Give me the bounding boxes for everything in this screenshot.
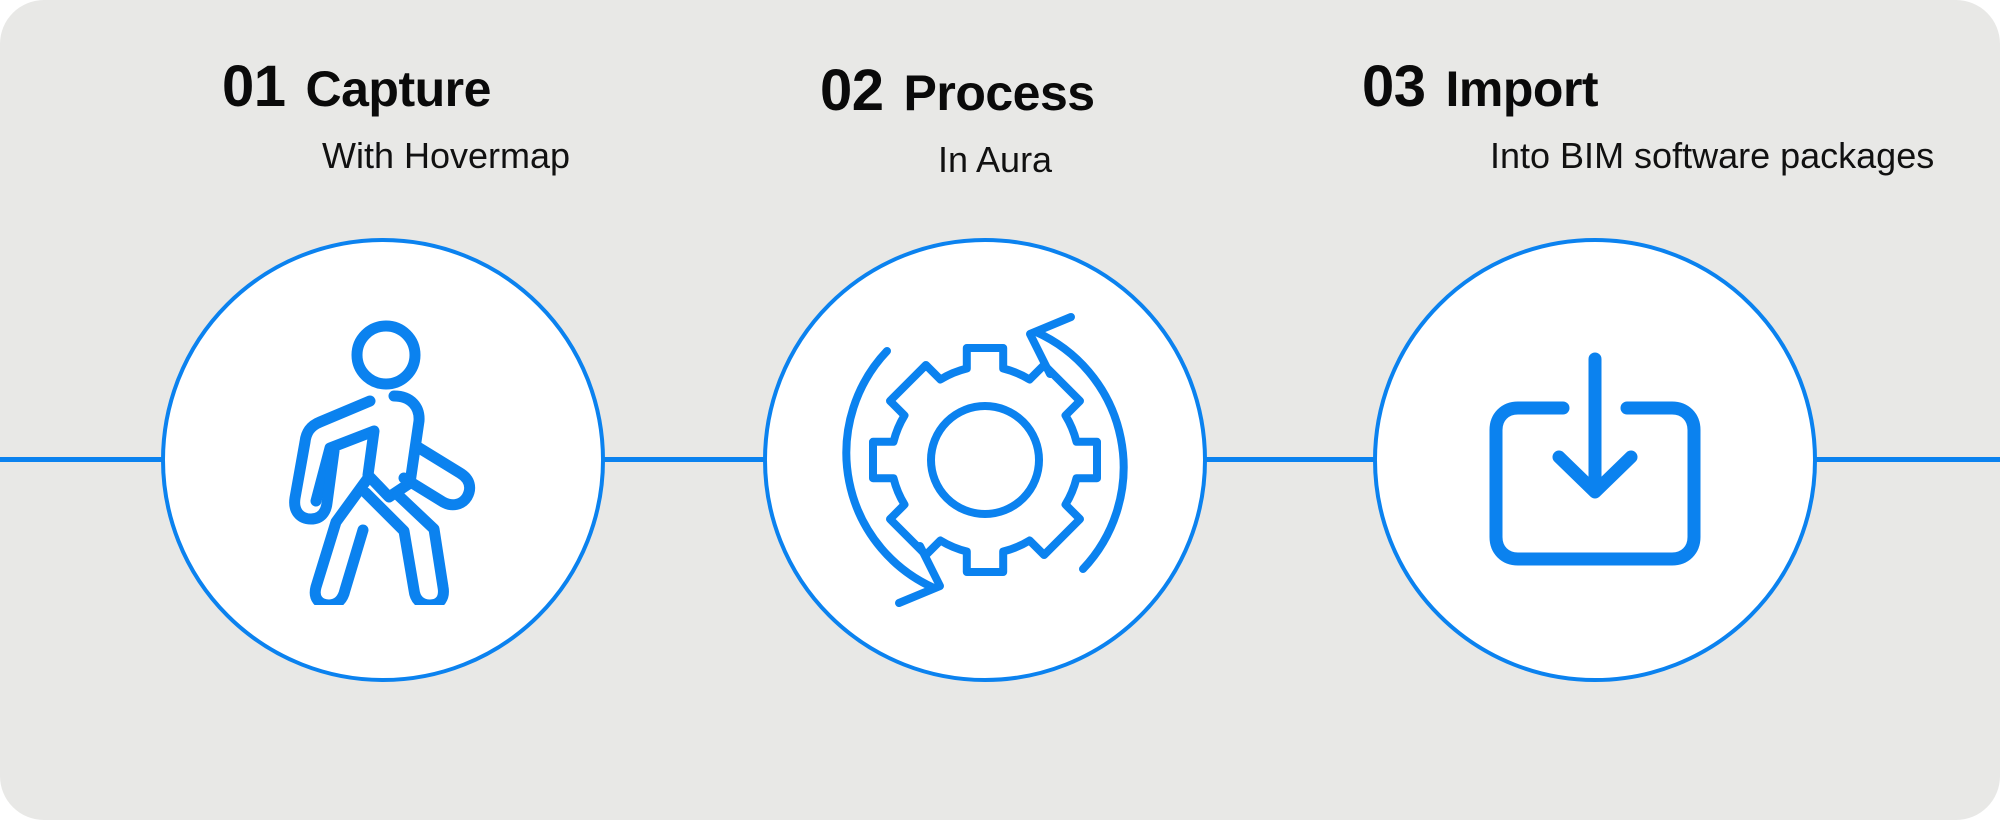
step-1-title: Capture (305, 61, 492, 117)
step-3-icon-circle (1373, 238, 1817, 682)
step-1-number: 01 (222, 54, 286, 119)
connector-line-step2-step3 (1200, 457, 1380, 462)
walking-person-icon (289, 320, 476, 605)
step-1-heading: 01 Capture With Hovermap (222, 58, 570, 174)
step-2-heading-row: 02 Process (820, 62, 1095, 120)
step-2-number: 02 (820, 58, 884, 123)
connector-line-step1-step2 (598, 457, 773, 462)
step-3-number: 03 (1362, 54, 1426, 119)
step-3-title: Import (1445, 61, 1599, 117)
gear-refresh-icon (842, 313, 1128, 607)
connector-line-right (1812, 457, 2000, 462)
step-2-heading: 02 Process In Aura (820, 62, 1095, 178)
download-import-icon (1489, 352, 1701, 566)
step-2-icon-circle (763, 238, 1207, 682)
step-1-icon-circle (161, 238, 605, 682)
step-3-heading-row: 03 Import (1362, 58, 1934, 116)
connector-line-left (0, 457, 170, 462)
step-2-subtitle: In Aura (938, 139, 1053, 180)
step-2-title: Process (903, 65, 1096, 121)
step-3-subtitle: Into BIM software packages (1490, 135, 1935, 176)
step-1-heading-row: 01 Capture (222, 58, 570, 116)
step-1-subtitle: With Hovermap (322, 135, 571, 176)
step-3-heading: 03 Import Into BIM software packages (1362, 58, 1934, 174)
